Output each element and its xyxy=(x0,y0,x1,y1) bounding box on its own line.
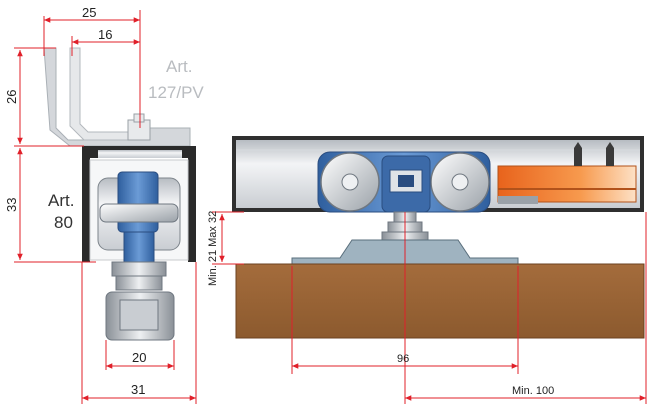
dim-min-max: Min. 21 Max 32 xyxy=(207,211,219,286)
art80-label-line2: 80 xyxy=(54,213,73,232)
dim-16: 16 xyxy=(98,27,112,42)
wooden-door xyxy=(235,263,645,339)
art80-label-line1: Art. xyxy=(48,191,74,210)
mounting-bracket-inner xyxy=(69,47,131,141)
dimension-lines xyxy=(14,10,647,404)
dim-96: 96 xyxy=(397,353,409,365)
dim-26: 26 xyxy=(4,90,19,104)
art127-label-line1: Art. xyxy=(166,57,192,76)
dim-25: 25 xyxy=(82,5,96,20)
dim-20: 20 xyxy=(132,350,146,365)
rail-profile xyxy=(82,146,196,262)
section-view: Art. 80 Art. 127/PV xyxy=(43,47,204,341)
dim-33: 33 xyxy=(4,198,19,212)
dimension-labels: 25 16 26 33 20 31 96 Min. 100 Min. 21 Ma… xyxy=(4,5,554,397)
dim-31: 31 xyxy=(131,382,145,397)
bracket-bolt-head xyxy=(127,119,151,141)
dim-min-100: Min. 100 xyxy=(512,385,554,397)
axle xyxy=(99,203,179,223)
art127-label-line2: 127/PV xyxy=(148,83,204,102)
elevation-view xyxy=(232,136,645,339)
